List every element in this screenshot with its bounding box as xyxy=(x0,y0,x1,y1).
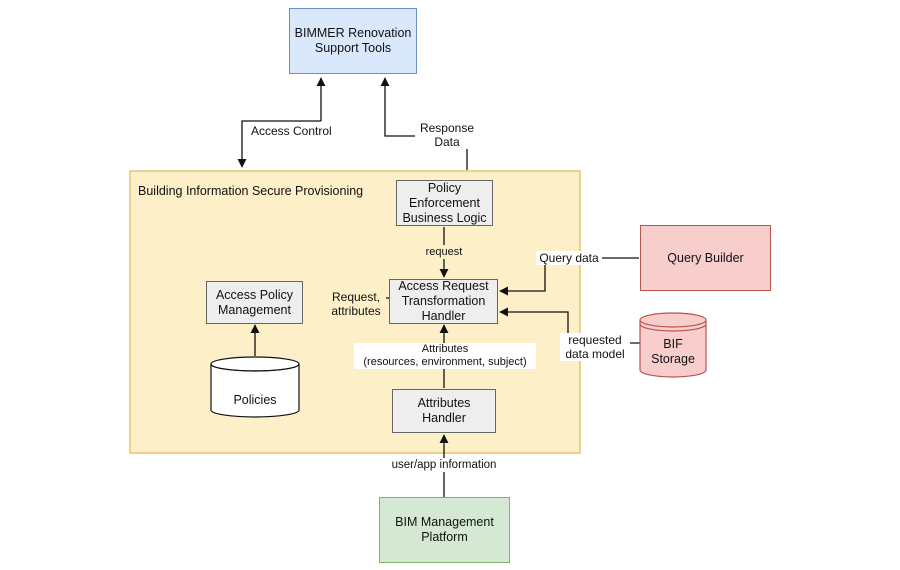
access-policy-management-label: Access Policy Management xyxy=(215,287,294,317)
bimmer-tools-label: BIMMER Renovation Support Tools xyxy=(294,26,412,55)
bimmer-tools-node: BIMMER Renovation Support Tools xyxy=(289,8,417,74)
bim-platform-node: BIM Management Platform xyxy=(379,497,510,563)
access-request-handler-label: Access Request Transformation Handler xyxy=(398,279,489,323)
bif-storage-label: BIF Storage xyxy=(640,332,706,372)
request-label: request xyxy=(421,245,467,259)
request-attributes-label: Request, attributes xyxy=(326,290,386,318)
requested-data-model-label: requested data model xyxy=(560,333,630,361)
user-app-information-label: user/app information xyxy=(383,458,505,472)
query-builder-node: Query Builder xyxy=(640,225,771,291)
bisp-container-title: Building Information Secure Provisioning xyxy=(138,184,364,198)
access-policy-management-node: Access Policy Management xyxy=(206,281,303,324)
response-data-label: Response Data xyxy=(415,121,479,149)
bif-storage-cylinder xyxy=(639,312,707,378)
attributes-handler-node: Attributes Handler xyxy=(392,389,496,433)
policies-label: Policies xyxy=(211,380,299,420)
policies-text: Policies xyxy=(233,392,277,407)
bim-platform-label: BIM Management Platform xyxy=(395,515,494,544)
policies-cylinder xyxy=(210,356,300,418)
attributes-label: Attributes (resources, environment, subj… xyxy=(354,343,536,369)
access-request-handler-node: Access Request Transformation Handler xyxy=(389,279,498,324)
query-data-label: Query data xyxy=(536,251,602,265)
access-control-connector-down xyxy=(237,120,321,168)
policy-enforcement-node: Policy Enforcement Business Logic xyxy=(396,180,493,226)
attributes-handler-label: Attributes Handler xyxy=(417,396,471,425)
query-builder-label: Query Builder xyxy=(667,250,744,265)
bif-storage-text: BIF Storage xyxy=(651,337,695,366)
policy-enforcement-label: Policy Enforcement Business Logic xyxy=(402,180,487,225)
access-control-label: Access Control xyxy=(251,124,332,138)
